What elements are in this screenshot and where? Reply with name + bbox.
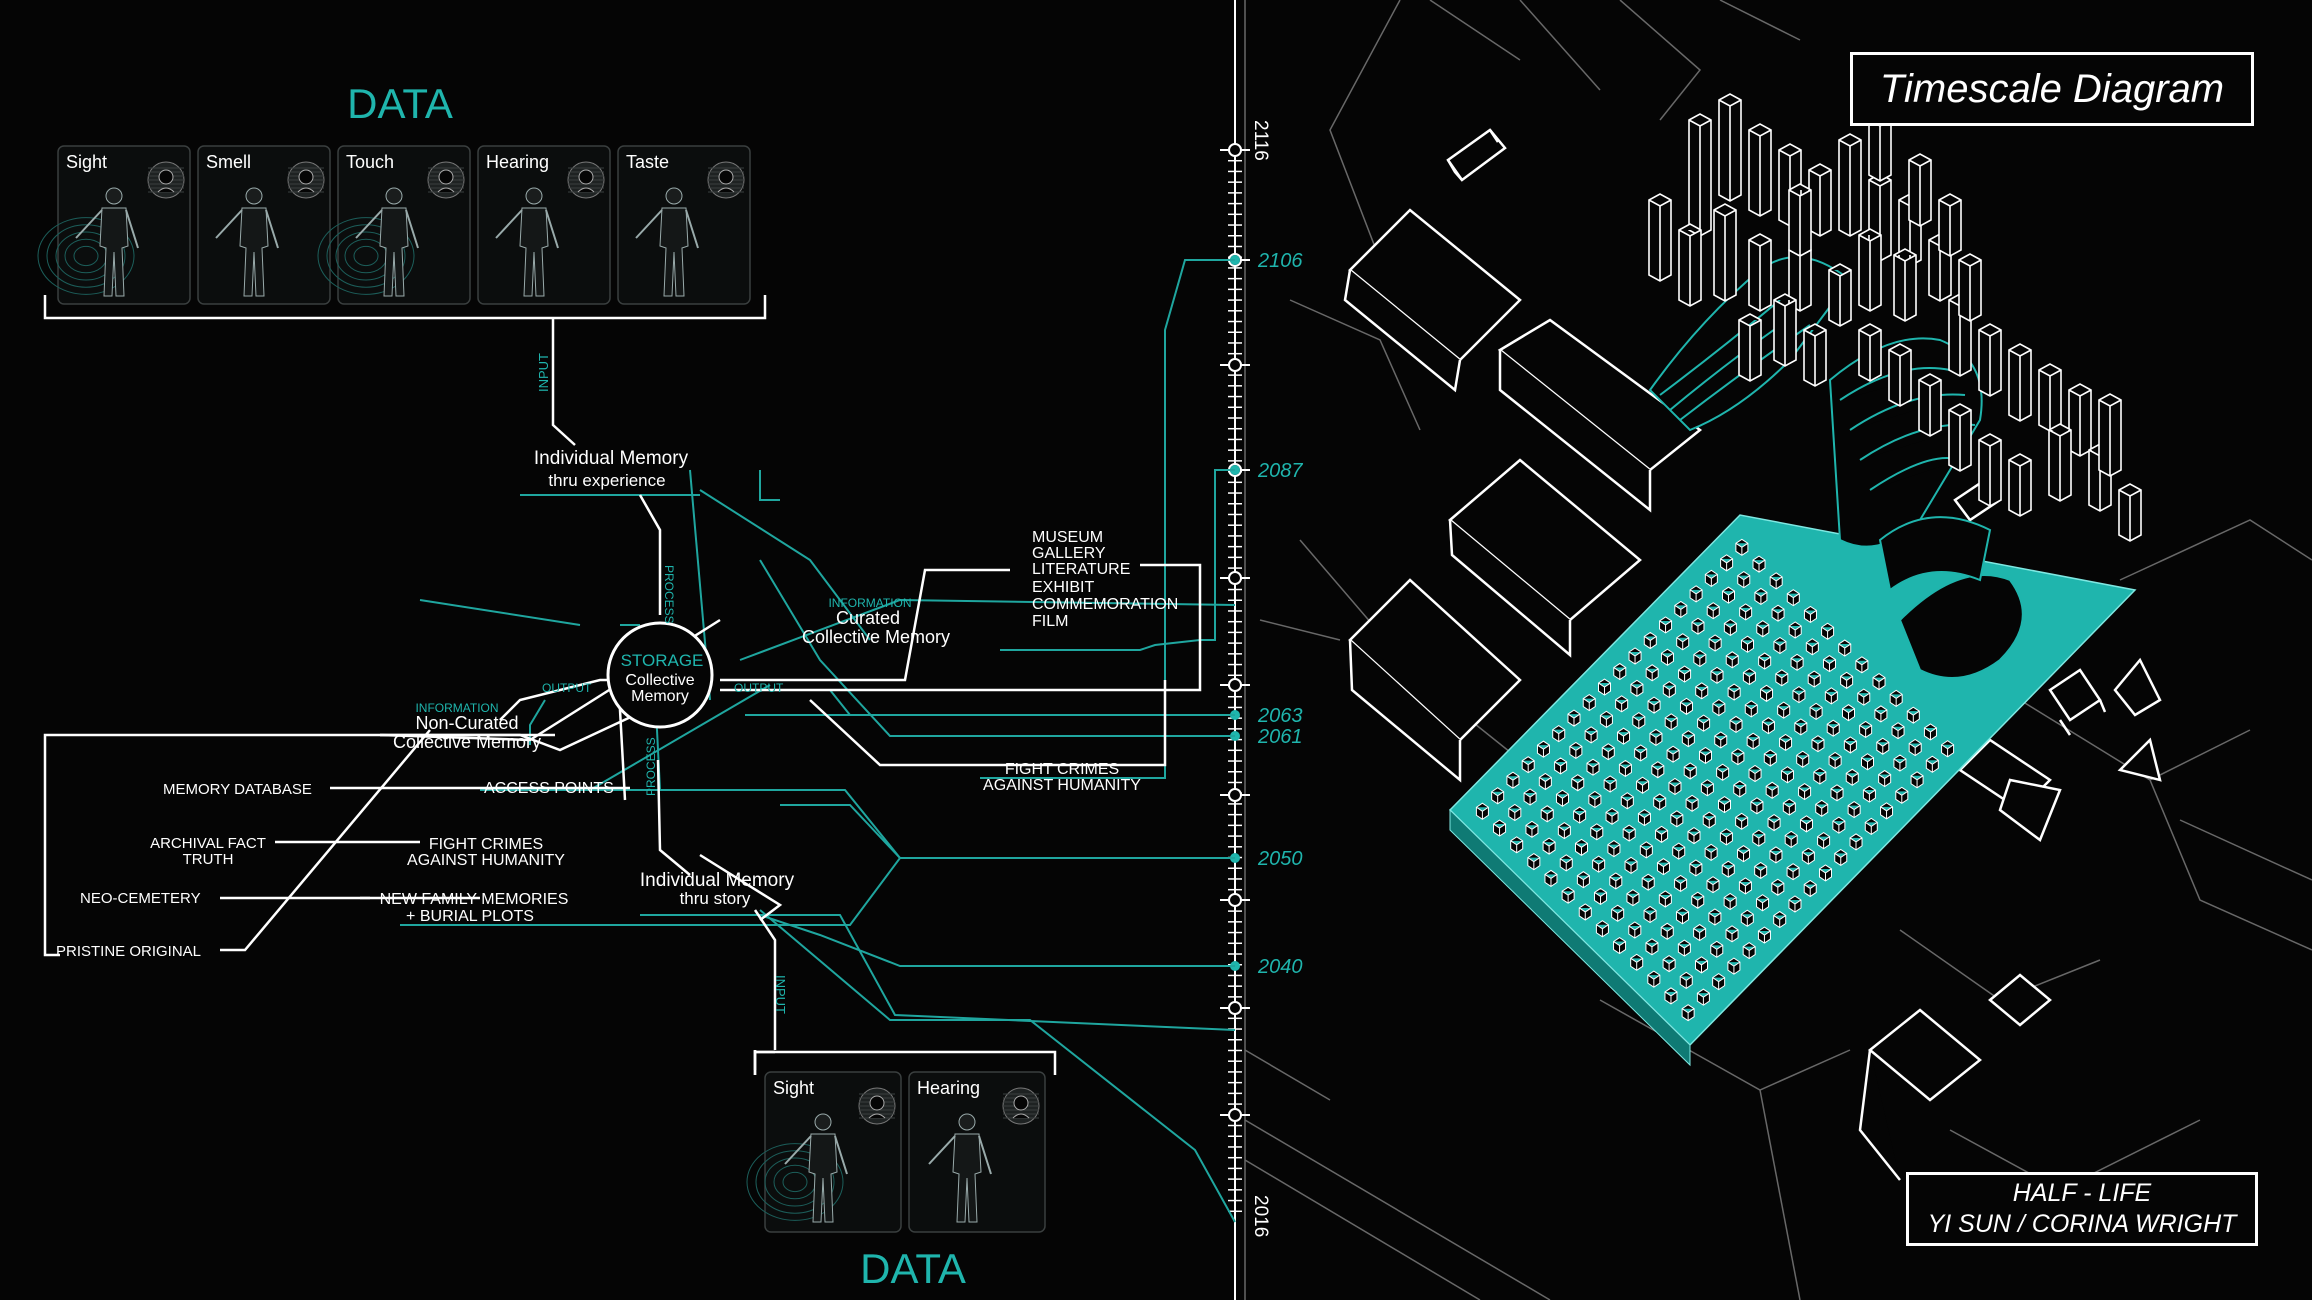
top-sense-icon — [287, 161, 325, 199]
svg-text:COMMEMORATION: COMMEMORATION — [1032, 596, 1178, 613]
top-card-smell: Smell — [197, 145, 331, 305]
top-sense-icon — [567, 161, 605, 199]
svg-text:Individual Memory: Individual Memory — [640, 870, 795, 891]
bottom-card-sight: Sight — [746, 1071, 902, 1233]
diagram-title: Timescale Diagram — [1850, 52, 2254, 126]
svg-text:AGAINST HUMANITY: AGAINST HUMANITY — [983, 777, 1141, 794]
process-label-bottom: PROCESS — [644, 737, 658, 796]
bottom-card-label: Sight — [773, 1078, 814, 1098]
timeline-label-2116: 2116 — [1250, 120, 1271, 161]
svg-text:Collective Memory: Collective Memory — [393, 732, 541, 752]
svg-text:MUSEUM: MUSEUM — [1032, 529, 1103, 546]
white-flow-lines — [43, 295, 1202, 1070]
svg-text:LITERATURE: LITERATURE — [1032, 561, 1130, 578]
timeline-node — [1228, 571, 1242, 585]
milestone-2061: 2061 — [1257, 726, 1303, 748]
bottom-sense-icon — [1002, 1087, 1040, 1125]
fight-crimes-right: FIGHT CRIMES AGAINST HUMANITY — [983, 761, 1141, 794]
top-card-taste: Taste — [617, 145, 751, 305]
timeline-node — [1228, 143, 1242, 157]
city-towers — [1648, 93, 2142, 542]
storage-node: STORAGE Collective Memory — [606, 621, 714, 729]
timeline-node — [1228, 1001, 1242, 1015]
archival-truth: TRUTH — [183, 851, 234, 868]
timeline-node — [1228, 1108, 1242, 1122]
milestone-2087: 2087 — [1257, 460, 1303, 482]
svg-text:Curated: Curated — [836, 608, 900, 628]
top-card-label: Smell — [206, 152, 251, 172]
top-card-label: Sight — [66, 152, 107, 172]
milestone-2063: 2063 — [1257, 705, 1303, 727]
family-memories-1: NEW FAMILY MEMORIES — [380, 891, 569, 908]
sense-cards-bottom: Sight Hearing — [746, 1071, 1046, 1233]
data-heading-bottom: DATA — [860, 1245, 966, 1292]
svg-text:FILM: FILM — [1032, 613, 1068, 630]
curated-outputs-list: MUSEUM GALLERY LITERATURE EXHIBIT COMMEM… — [1032, 529, 1178, 630]
top-card-label: Hearing — [486, 152, 549, 172]
timeline-node — [1228, 358, 1242, 372]
memory-database: MEMORY DATABASE — [163, 781, 312, 798]
top-card-sight: Sight — [37, 145, 191, 305]
svg-text:thru story: thru story — [680, 889, 751, 908]
credits-box: HALF - LIFE YI SUN / CORINA WRIGHT — [1906, 1172, 2258, 1246]
top-sense-icon — [427, 161, 465, 199]
top-sense-icon — [707, 161, 745, 199]
input-label-top: INPUT — [536, 353, 551, 392]
storage-title: STORAGE — [621, 651, 704, 670]
milestone-2040: 2040 — [1257, 956, 1303, 978]
access-points: ACCESS POINTS — [484, 780, 614, 797]
output-label-left: OUTPUT — [542, 681, 592, 695]
top-card-label: Touch — [346, 152, 394, 172]
existing-buildings — [1343, 128, 2162, 1181]
storage-line2: Memory — [631, 688, 689, 705]
timeline-node — [1228, 678, 1242, 692]
archival-fact: ARCHIVAL FACT — [150, 835, 266, 852]
svg-text:EXHIBIT: EXHIBIT — [1032, 579, 1094, 596]
individual-memory-story: Individual Memory thru story — [640, 870, 795, 908]
svg-text:INFORMATION: INFORMATION — [415, 701, 498, 715]
timeline-node — [1228, 788, 1242, 802]
svg-text:GALLERY: GALLERY — [1032, 545, 1106, 562]
fight-crimes-mid-2: AGAINST HUMANITY — [407, 852, 565, 869]
svg-text:Non-Curated: Non-Curated — [415, 713, 518, 733]
authors: YI SUN / CORINA WRIGHT — [1927, 1210, 2237, 1238]
svg-text:FIGHT CRIMES: FIGHT CRIMES — [1005, 761, 1119, 778]
svg-text:Collective Memory: Collective Memory — [802, 627, 950, 647]
curated-collective-memory: INFORMATION Curated Collective Memory — [802, 596, 950, 647]
bottom-card-hearing: Hearing — [908, 1071, 1046, 1233]
family-memories-2: + BURIAL PLOTS — [406, 908, 534, 925]
svg-text:thru experience: thru experience — [548, 471, 665, 490]
svg-text:INFORMATION: INFORMATION — [828, 596, 911, 610]
data-heading-top: DATA — [347, 80, 453, 127]
milestone-2106: 2106 — [1257, 250, 1303, 272]
top-card-label: Taste — [626, 152, 669, 172]
input-label-bottom: INPUT — [773, 975, 788, 1014]
timeline-node — [1228, 893, 1242, 907]
neo-cemetery: NEO-CEMETERY — [80, 890, 201, 907]
fight-crimes-mid-1: FIGHT CRIMES — [429, 836, 543, 853]
milestone-2050: 2050 — [1257, 848, 1303, 870]
output-label-right: OUTPUT — [734, 681, 784, 695]
individual-memory-experience: Individual Memory thru experience — [534, 448, 689, 490]
pristine-original: PRISTINE ORIGINAL — [56, 943, 201, 960]
bottom-cards-bracket — [753, 1050, 1057, 1075]
svg-text:Individual Memory: Individual Memory — [534, 448, 689, 469]
timeline-label-2016: 2016 — [1250, 1195, 1271, 1237]
project-name: HALF - LIFE — [2012, 1179, 2152, 1207]
bottom-sense-icon — [858, 1087, 896, 1125]
storage-line1: Collective — [625, 672, 694, 689]
bottom-card-label: Hearing — [917, 1078, 980, 1098]
non-curated-collective-memory: INFORMATION Non-Curated Collective Memor… — [393, 701, 541, 752]
sense-cards-top: Sight Smell Touch Hearing Taste — [37, 145, 751, 305]
top-card-touch: Touch — [317, 145, 471, 305]
top-sense-icon — [147, 161, 185, 199]
top-card-hearing: Hearing — [477, 145, 611, 305]
process-label-top: PROCESS — [662, 565, 676, 624]
